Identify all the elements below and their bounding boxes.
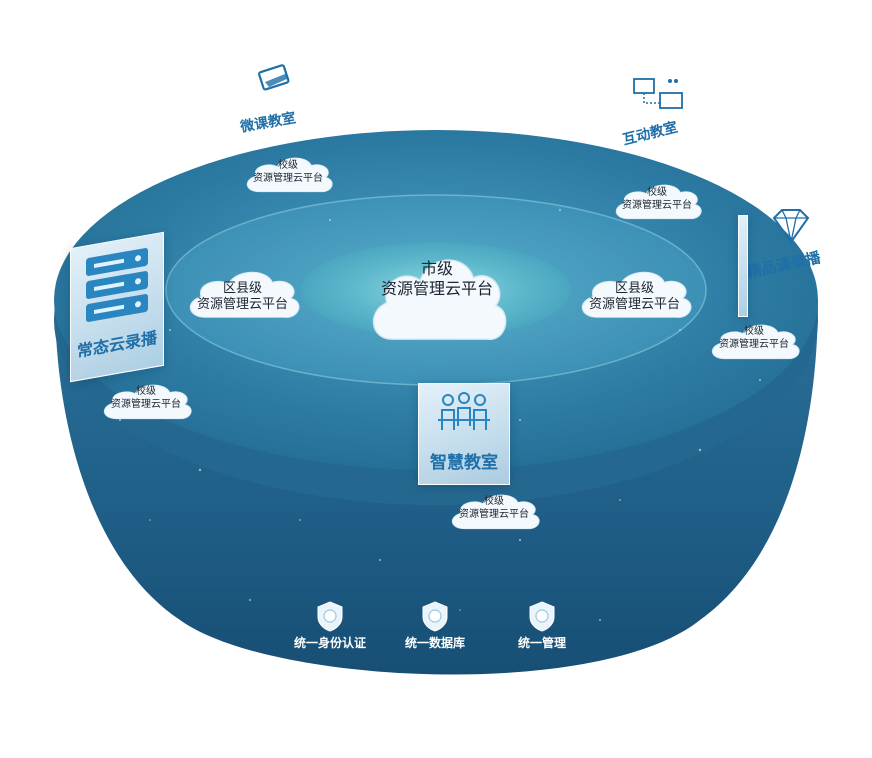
- shield-icon: [529, 601, 555, 632]
- district-right-line2: 资源管理云平台: [588, 296, 680, 311]
- school-cloud-interactive-line1: 校级: [647, 187, 667, 198]
- micro-class-label: 微课教室: [239, 109, 297, 135]
- diamond-icon: [772, 209, 810, 244]
- school-cloud-micro-line1: 校级: [278, 160, 298, 171]
- school-cloud-smart-line2: 资源管理云平台: [459, 509, 529, 520]
- city-cloud-line2: 资源管理云平台: [380, 281, 493, 298]
- monitor-network-icon: [633, 78, 683, 109]
- school-cloud-regular-line2: 资源管理云平台: [111, 399, 181, 410]
- shield-icon: [317, 601, 343, 632]
- school-cloud-regular: 校级 资源管理云平台: [100, 372, 192, 432]
- footer-item-identity: 统一身份认证: [275, 600, 385, 660]
- shield-icon: [422, 601, 448, 632]
- school-cloud-quality-line1: 校级: [744, 326, 764, 337]
- quality-course-scene: 精品课录播: [740, 200, 840, 300]
- district-right-line1: 区县级: [614, 280, 654, 295]
- laptop-cap-icon: [258, 64, 290, 91]
- district-right-cloud: 区县级 资源管理云平台: [577, 255, 692, 335]
- quality-course-label: 精品课录播: [745, 249, 823, 282]
- school-cloud-interactive: 校级 资源管理云平台: [612, 172, 702, 232]
- footer-item-management: 统一管理: [487, 600, 597, 660]
- footer-item-database-label: 统一数据库: [404, 636, 465, 650]
- school-cloud-regular-line1: 校级: [136, 386, 156, 397]
- city-cloud: 市级 资源管理云平台: [367, 230, 507, 341]
- regular-cloud-panel: 常态云录播: [70, 231, 164, 383]
- interactive-label: 互动教室: [620, 118, 680, 148]
- school-cloud-smart-line1: 校级: [484, 496, 504, 507]
- school-cloud-interactive-line2: 资源管理云平台: [622, 200, 692, 211]
- footer-item-management-label: 统一管理: [517, 636, 566, 650]
- smart-classroom-label: 智慧教室: [430, 453, 498, 472]
- district-left-cloud: 区县级 资源管理云平台: [185, 255, 300, 335]
- footer-item-identity-label: 统一身份认证: [293, 636, 366, 650]
- quality-course-panel-edge: [738, 215, 748, 317]
- school-cloud-quality: 校级 资源管理云平台: [708, 312, 800, 372]
- smart-classroom-panel: 智慧教室: [418, 383, 510, 485]
- school-cloud-smart: 校级 资源管理云平台: [448, 482, 540, 542]
- micro-class-scene: 微课教室: [239, 60, 310, 140]
- school-cloud-micro: 校级 资源管理云平台: [243, 145, 333, 205]
- city-cloud-line1: 市级: [420, 261, 453, 278]
- school-cloud-quality-line2: 资源管理云平台: [719, 339, 789, 350]
- people-meeting-icon: [438, 392, 490, 430]
- server-icon: [86, 248, 148, 322]
- footer-item-database: 统一数据库: [380, 600, 490, 660]
- regular-cloud-label: 常态云录播: [76, 329, 157, 362]
- district-left-line1: 区县级: [222, 280, 262, 295]
- school-cloud-micro-line2: 资源管理云平台: [253, 173, 323, 184]
- interactive-scene: 互动教室: [620, 75, 700, 155]
- district-left-line2: 资源管理云平台: [196, 296, 288, 311]
